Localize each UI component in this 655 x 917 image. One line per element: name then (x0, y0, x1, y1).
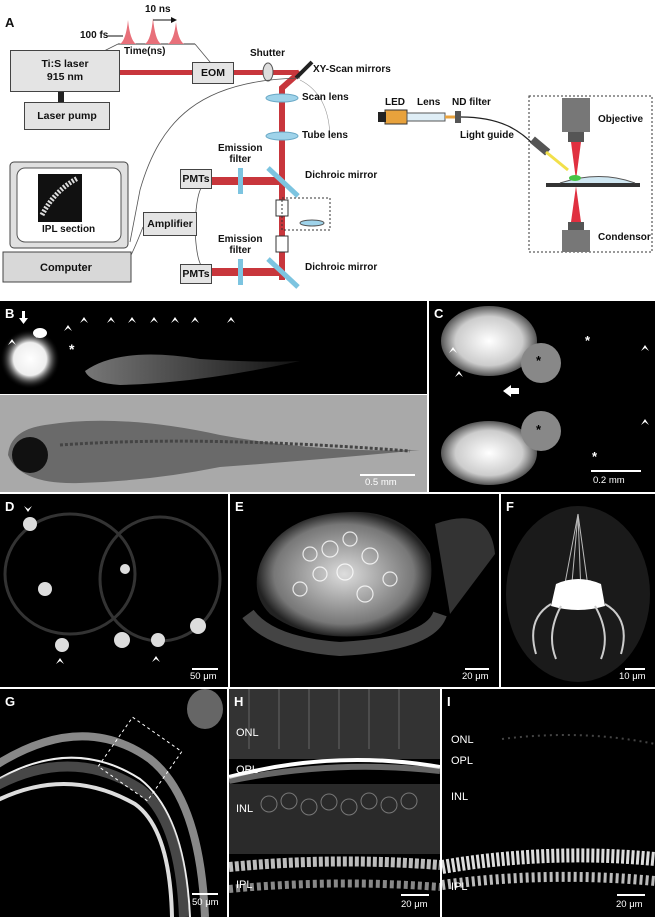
pmt-box-bottom: PMTs (180, 264, 212, 284)
panel-c-asterisk-4: * (592, 449, 598, 464)
panel-h-letter: H (234, 694, 244, 709)
panel-b-asterisk-2: * (69, 341, 75, 357)
panel-d-letter: D (5, 499, 15, 514)
panel-c-asterisk-1: * (536, 353, 542, 368)
panel-a-optics-drawing (2, 17, 653, 289)
panel-i-onl: ONL (451, 734, 474, 746)
light-guide-label: Light guide (460, 130, 514, 141)
laser-name: Ti:S laser (41, 58, 89, 70)
eom-box: EOM (192, 62, 234, 84)
panel-i-inl: INL (451, 791, 469, 803)
panel-g-drawing (0, 689, 223, 917)
laser-wavelength: 915 nm (46, 71, 84, 83)
lens-label: Lens (417, 97, 441, 108)
panel-h-scale-label: 20 μm (401, 899, 428, 910)
panel-f-scale-bar (625, 668, 645, 670)
panel-f-scale-label: 10 μm (619, 671, 646, 682)
panel-h-inl: INL (236, 803, 254, 815)
panel-g-scale-bar (192, 893, 218, 895)
panel-e-scale-label: 20 μm (462, 671, 489, 682)
panel-h-ipl: IPL (236, 879, 253, 891)
panel-i-scale-label: 20 μm (616, 899, 643, 910)
panel-f-letter: F (506, 499, 514, 514)
scan-lens-label: Scan lens (302, 92, 349, 103)
panel-c-asterisk-3: * (585, 333, 591, 348)
pulse-period-label: 10 ns (145, 4, 171, 15)
pulse-width-label: 100 fs (80, 30, 109, 41)
panel-e-image: E 20 μm (230, 494, 499, 687)
panel-d-drawing (3, 506, 222, 664)
panel-c-letter: C (434, 306, 444, 321)
panel-f-drawing (506, 506, 650, 682)
panel-c-scale-bar (591, 470, 641, 472)
computer-label: Computer (40, 262, 92, 274)
filter-word: filter (229, 245, 252, 256)
panel-i-image: I ONL OPL INL IPL 20 μm (442, 689, 655, 917)
panel-b-larva-drawing (8, 420, 420, 484)
panel-i-scale-bar (617, 894, 645, 896)
panel-h-scale-bar (401, 894, 429, 896)
panel-i-drawing (442, 734, 655, 890)
panel-g-scale-label: 50 μm (192, 897, 219, 908)
panel-e-drawing (242, 511, 495, 657)
ipl-section-label: IPL section (42, 224, 96, 235)
panel-c-image: C * * * * 0.2 mm (429, 301, 655, 492)
laser-pump-box: Laser pump (24, 102, 110, 130)
emission-word: Emission (218, 234, 263, 245)
pmt-box-top: PMTs (180, 169, 212, 189)
panel-h-opl: OPL (236, 764, 259, 776)
panel-f-image: F 10 μm (501, 494, 655, 687)
panel-i-ipl: IPL (451, 881, 468, 893)
emission-word: Emission (218, 143, 263, 154)
panel-h-image: H ONL OPL INL IPL 20 μm (229, 689, 440, 917)
objective-label: Objective (598, 114, 644, 125)
panel-b-scale-bar (360, 474, 415, 476)
nd-filter-label: ND filter (452, 97, 491, 108)
dichroic-bottom-label: Dichroic mirror (305, 262, 378, 273)
panel-c-scale-label: 0.2 mm (593, 475, 625, 486)
panel-g-image: G 50 μm (0, 689, 227, 917)
panel-b-fluor-drawing (0, 311, 300, 389)
panel-d-image: D 50 μm (0, 494, 228, 687)
condensor-label: Condensor (598, 232, 651, 243)
panel-i-letter: I (447, 694, 451, 709)
panel-d-scale-label: 50 μm (190, 671, 217, 682)
time-axis-label: Time(ns) (124, 46, 166, 57)
panel-b-scale-label: 0.5 mm (365, 477, 397, 488)
panel-i-opl: OPL (451, 755, 474, 767)
panel-c-drawing (441, 306, 649, 485)
panel-b-fluorescence: B * * (0, 301, 427, 394)
panel-d-scale-bar (192, 668, 218, 670)
panel-b-asterisk-1: * (35, 329, 41, 345)
panel-c-asterisk-2: * (536, 422, 542, 437)
panel-h-onl: ONL (236, 727, 259, 739)
panel-a-letter: A (5, 15, 15, 30)
panel-b-letter: B (5, 306, 15, 321)
led-label: LED (385, 97, 405, 108)
panel-e-scale-bar (465, 668, 489, 670)
panel-e-letter: E (235, 499, 244, 514)
dichroic-top-label: Dichroic mirror (305, 170, 378, 181)
amplifier-box: Amplifier (143, 212, 197, 236)
shutter-label: Shutter (250, 48, 285, 59)
tube-lens-label: Tube lens (302, 130, 348, 141)
panel-h-drawing (229, 689, 440, 893)
filter-word: filter (229, 154, 252, 165)
panel-b-brightfield: 0.5 mm (0, 395, 427, 492)
xy-scan-label: XY-Scan mirrors (313, 64, 391, 75)
panel-g-letter: G (5, 694, 16, 709)
